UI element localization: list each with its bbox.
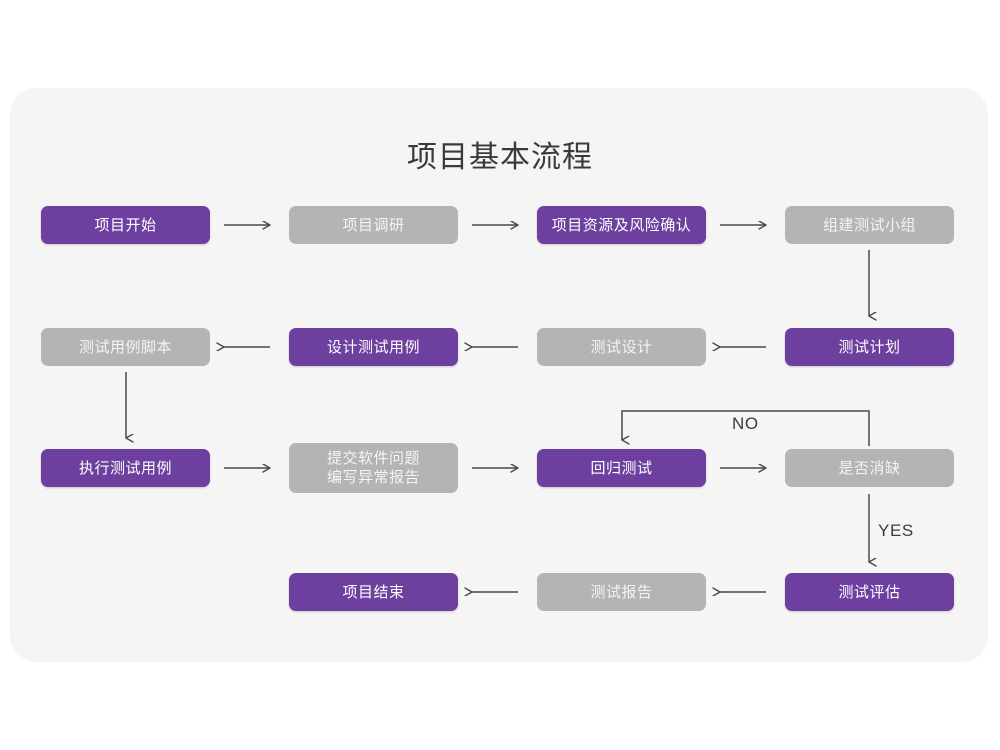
node-test-report[interactable]: 测试报告 [537, 573, 706, 611]
node-regression-test[interactable]: 回归测试 [537, 449, 706, 487]
node-project-start[interactable]: 项目开始 [41, 206, 210, 244]
flowchart-card [10, 88, 988, 662]
node-test-design[interactable]: 测试设计 [537, 328, 706, 366]
page-title: 项目基本流程 [407, 141, 593, 174]
node-execute-test-cases[interactable]: 执行测试用例 [41, 449, 210, 487]
node-resource-risk-confirm[interactable]: 项目资源及风险确认 [537, 206, 706, 244]
node-project-end[interactable]: 项目结束 [289, 573, 458, 611]
node-submit-issues-write-report[interactable]: 提交软件问题 编写异常报告 [289, 443, 458, 493]
node-design-test-cases[interactable]: 设计测试用例 [289, 328, 458, 366]
node-test-case-script[interactable]: 测试用例脚本 [41, 328, 210, 366]
edge-label-yes: YES [878, 521, 914, 540]
node-project-research[interactable]: 项目调研 [289, 206, 458, 244]
node-defect-cleared-decision[interactable]: 是否消缺 [785, 449, 954, 487]
node-test-plan[interactable]: 测试计划 [785, 328, 954, 366]
node-test-evaluation[interactable]: 测试评估 [785, 573, 954, 611]
node-form-test-team[interactable]: 组建测试小组 [785, 206, 954, 244]
edge-label-no: NO [732, 414, 759, 433]
